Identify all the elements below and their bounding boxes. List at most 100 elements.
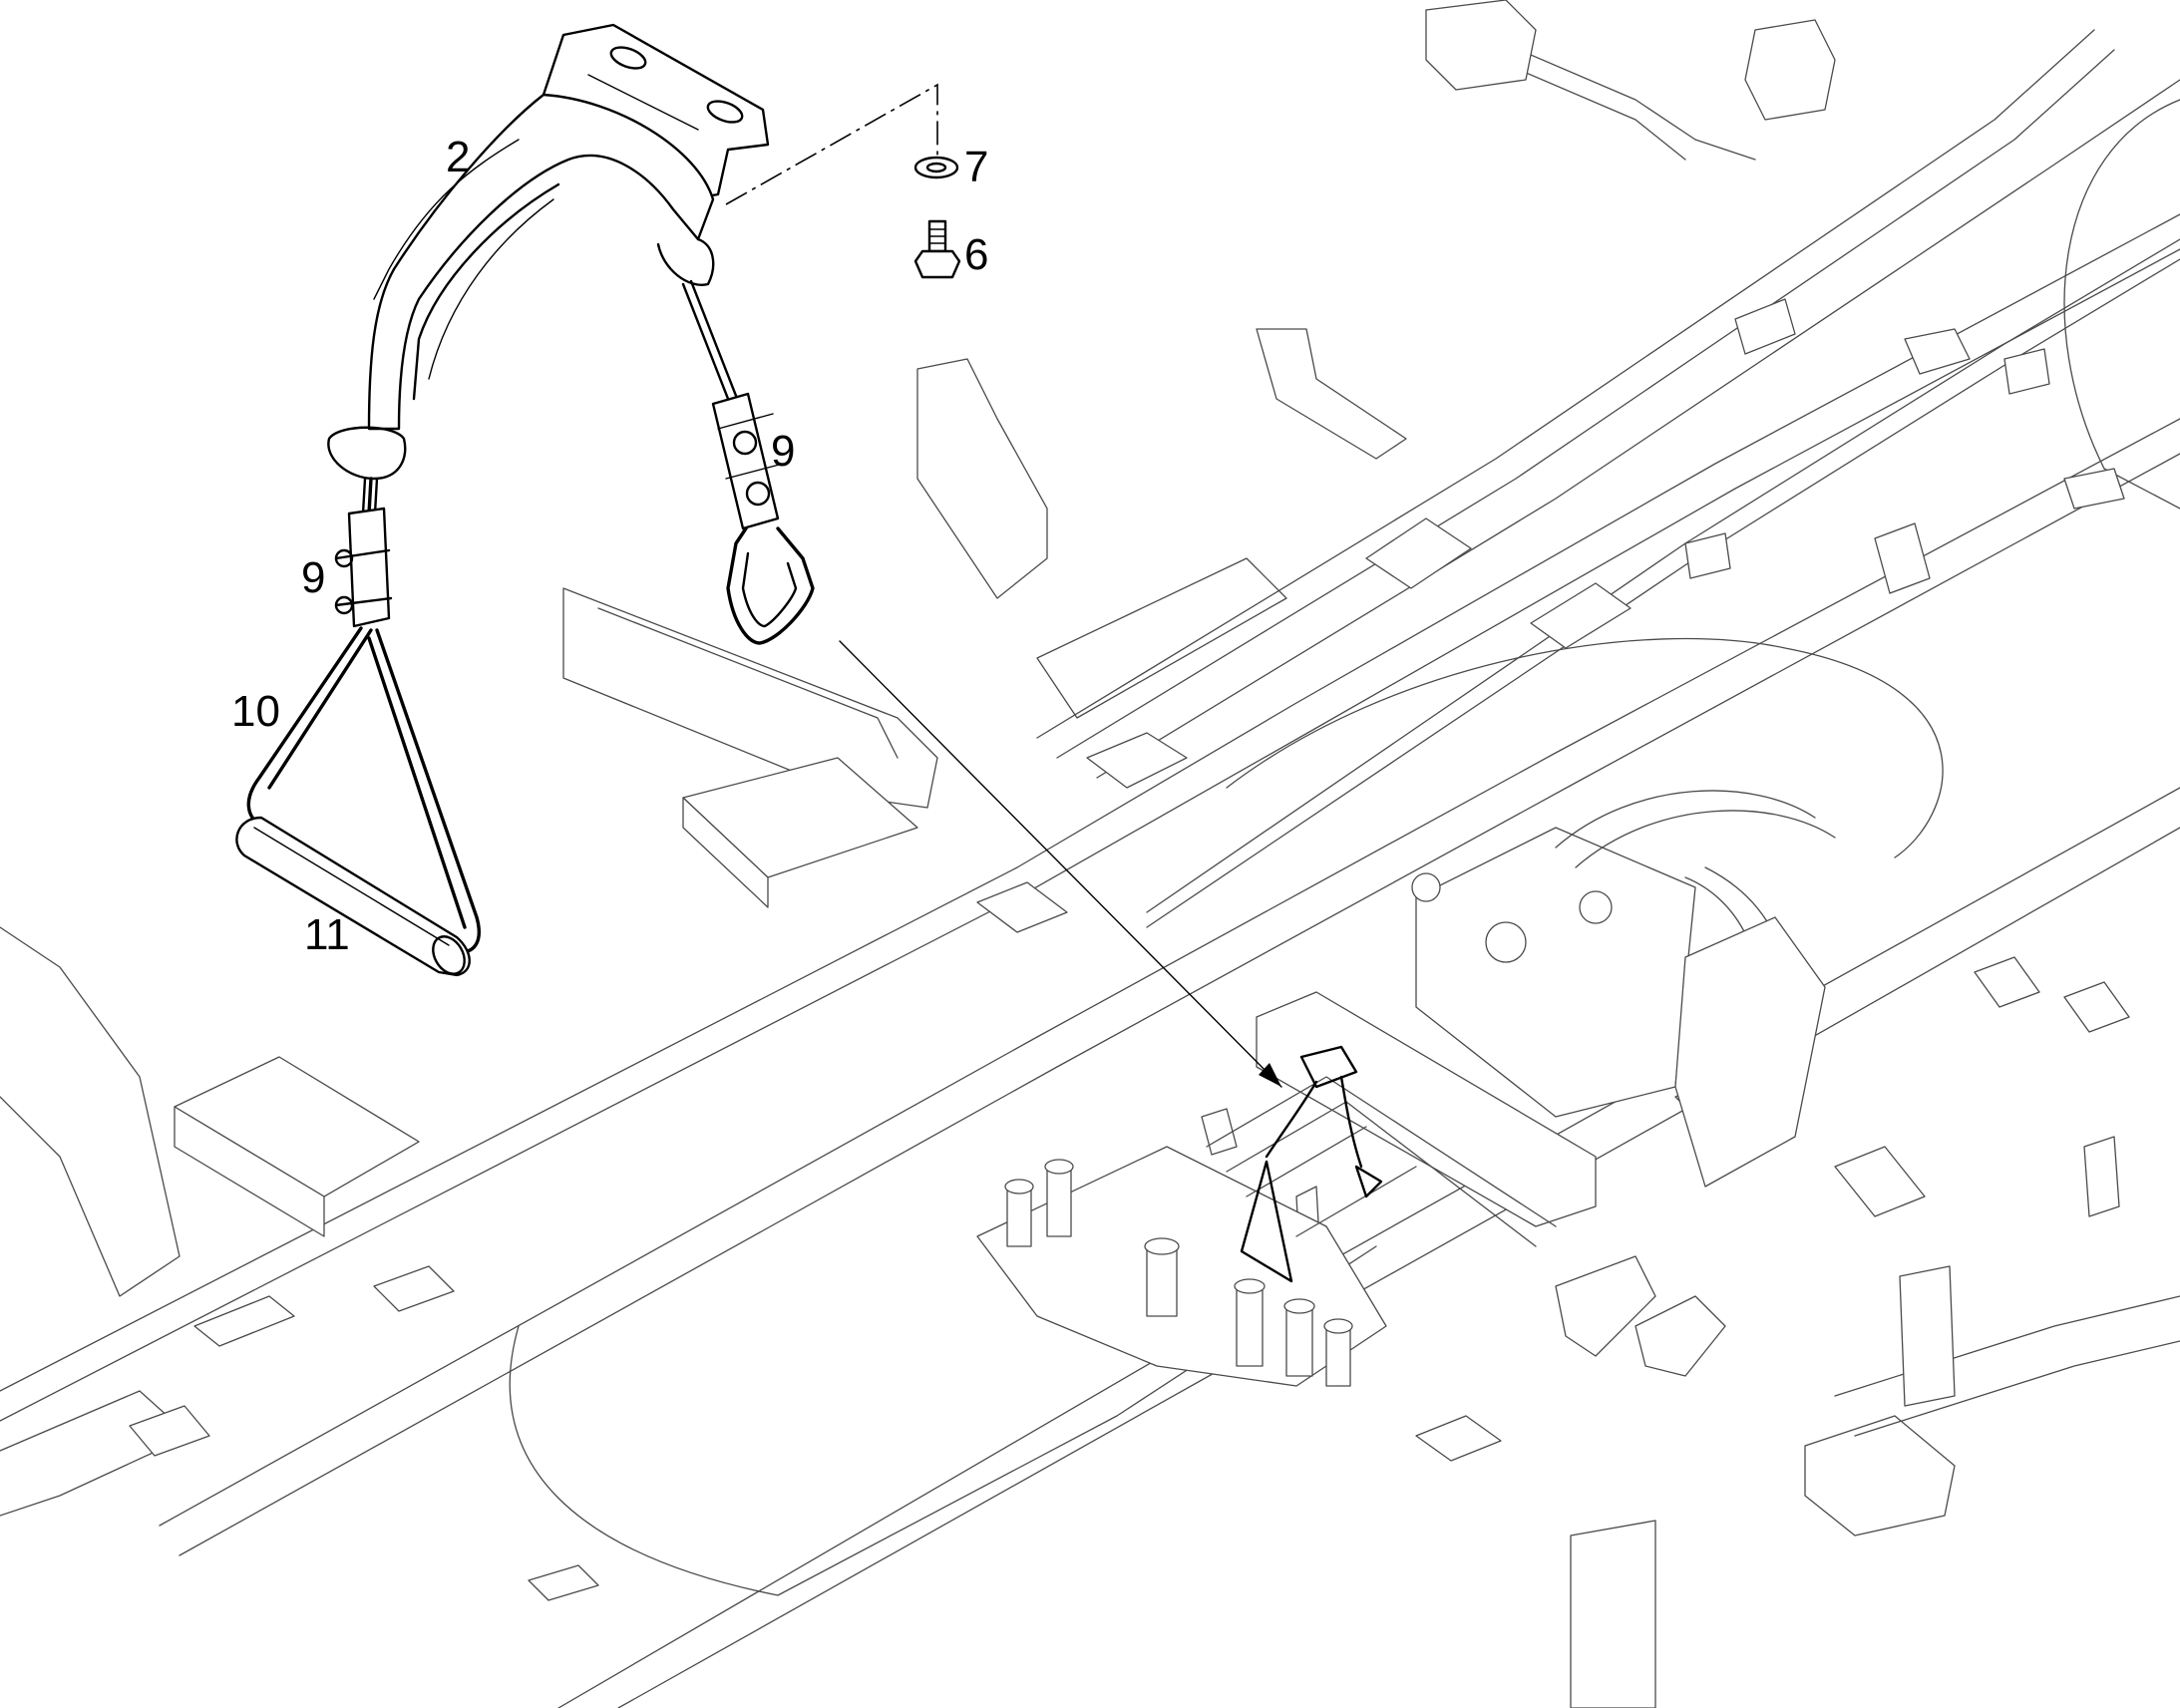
bracket-arch [327, 93, 715, 481]
side-plate [1674, 916, 1826, 1188]
left-clamp-bolts [334, 548, 393, 607]
hydraulic-assembly [976, 790, 1836, 1387]
left-rope-clamp [334, 507, 393, 628]
block-18 [1201, 1108, 1238, 1156]
fitting-cap-5 [1283, 1298, 1315, 1314]
block-13 [1734, 298, 1796, 355]
cylinder-end-3 [1411, 872, 1441, 902]
right-pad-2 [2083, 1136, 2120, 1217]
left-cross-beam-inner [597, 607, 899, 759]
installed-handle-loop [1354, 1165, 1383, 1198]
leader-arrow [839, 640, 1282, 1088]
right-rope-clamp [711, 392, 784, 530]
grip-line [253, 827, 450, 946]
callout-9-right: 9 [771, 427, 795, 476]
center-top-beam-3 [1256, 328, 1407, 460]
top-diagonal-2 [1056, 49, 2115, 759]
upper-long-member [1146, 258, 2180, 928]
fitting-cap-1 [1004, 1179, 1034, 1195]
leader-arrowhead [1259, 1063, 1281, 1087]
right-loop-inner [741, 551, 798, 628]
center-top-beam [916, 358, 1048, 599]
fitting-cap-3 [1144, 1237, 1180, 1255]
block-15 [2063, 468, 2125, 510]
bolt [913, 219, 961, 279]
callout-10: 10 [231, 687, 280, 736]
callout-2: 2 [446, 133, 470, 181]
frame-rail-upper [0, 213, 2180, 1392]
oval-cutout [509, 1245, 1377, 1596]
fitting-3 [1146, 1245, 1178, 1317]
block-12 [528, 1564, 599, 1601]
right-clamp-body [711, 392, 780, 530]
callout-7: 7 [964, 143, 988, 191]
arch-outer [367, 93, 715, 431]
block-7 [2063, 981, 2130, 1033]
right-clamp-bolt-lines [717, 413, 784, 480]
main-tube-beam [1256, 991, 1597, 1227]
bracket-slot-2 [706, 100, 744, 124]
left-rope-2 [361, 477, 379, 515]
installed-handle-position [1240, 1045, 1383, 1283]
triangle-right-leg-b [367, 636, 467, 929]
arch-edge-stroke [373, 139, 520, 300]
right-pillar [1570, 1520, 1656, 1708]
frame-rail-lower [557, 787, 2180, 1708]
top-diagonal-1 [1036, 29, 2095, 739]
leader-line [839, 640, 1282, 1088]
grip-end [432, 935, 466, 975]
arch-left-collar [327, 426, 407, 481]
fitting-5 [1285, 1305, 1313, 1377]
block-14 [1904, 328, 1971, 375]
fitting-cap-4 [1234, 1278, 1266, 1294]
callouts: 2 7 6 9 9 10 11 [231, 133, 988, 959]
top-bracket [1425, 0, 1537, 91]
valve-plate [976, 1146, 1387, 1387]
block-17 [1684, 532, 1731, 579]
block-11 [373, 1265, 455, 1312]
right-loop [726, 526, 815, 645]
callout-6: 6 [964, 230, 988, 279]
upper-cylinder-frame [1415, 827, 1696, 1118]
installed-bracket [1299, 1045, 1358, 1089]
arch-right-end [656, 237, 715, 286]
triangle-left-leg-b [267, 628, 373, 790]
lower-pad-1 [1555, 1255, 1656, 1357]
top-diagonal-3 [1096, 79, 2180, 779]
callout-11: 11 [304, 910, 350, 959]
fitting-1 [1006, 1186, 1032, 1247]
upper-oval [1226, 637, 1944, 858]
left-beam [0, 926, 181, 1297]
washer [913, 156, 959, 179]
right-oval [2063, 99, 2180, 510]
right-clamp-hole-1 [732, 430, 758, 456]
block-10 [193, 1295, 295, 1347]
block-4 [1086, 732, 1188, 789]
frame-rail-lower-b [617, 827, 2180, 1708]
block-16 [2003, 348, 2050, 395]
fitting-cap-6 [1323, 1318, 1353, 1334]
hose-bundle [1555, 790, 1836, 1058]
arch-web-line [428, 198, 554, 380]
right-fin [1899, 1265, 1956, 1407]
right-bracket-1 [1804, 1415, 1956, 1537]
fitting-4 [1236, 1285, 1264, 1367]
left-pad [174, 1056, 420, 1197]
right-clamp-hole-2 [745, 481, 771, 507]
right-lower-member [1834, 1295, 2180, 1437]
upper-long-member-b [1146, 238, 2180, 913]
block-2 [1530, 582, 1632, 649]
installed-handle-grip [1240, 1160, 1293, 1283]
fitting-cap-2 [1044, 1159, 1074, 1175]
block-1 [1365, 517, 1472, 589]
center-top-beam-2 [1036, 557, 1287, 719]
block-3 [1874, 522, 1931, 594]
right-pad-1 [1834, 1146, 1926, 1217]
block-6 [1974, 956, 2040, 1008]
bracket-plate-fold [587, 74, 699, 131]
lower-pad-2 [1635, 1295, 1726, 1377]
left-cross-beam [562, 587, 938, 809]
